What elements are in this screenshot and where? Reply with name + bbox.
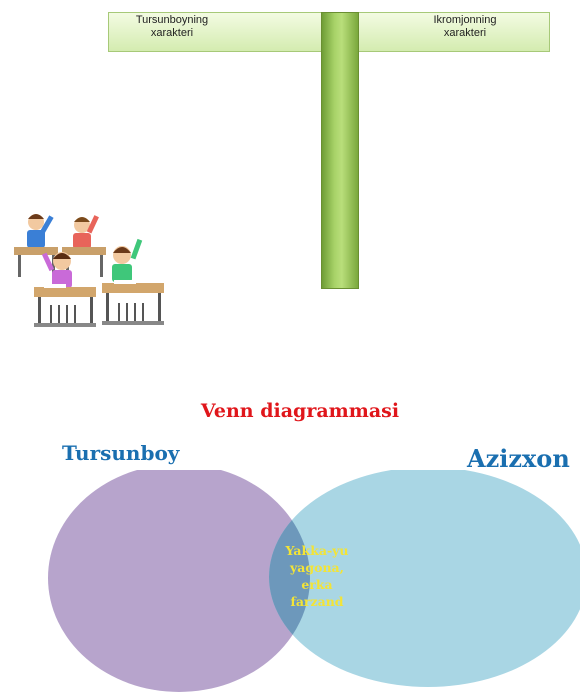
venn-intersection-text: Yakka-yu yagona, erka farzand: [285, 543, 349, 609]
venn-right-set-name: Azizxon: [467, 444, 570, 473]
t-chart-divider-post: [321, 12, 359, 289]
venn-left-circle: [48, 470, 310, 692]
t-chart-right-header: Ikromjonning xarakteri: [433, 14, 497, 39]
venn-title: Venn diagrammasi: [200, 400, 400, 422]
t-chart-left-header: Tursunboyning xarakteri: [135, 14, 209, 39]
venn-diagram: [48, 470, 580, 692]
venn-left-set-name: Tursunboy: [62, 441, 180, 465]
venn-right-circle: [269, 470, 580, 687]
classroom-students-raising-hands-icon: [14, 214, 164, 327]
